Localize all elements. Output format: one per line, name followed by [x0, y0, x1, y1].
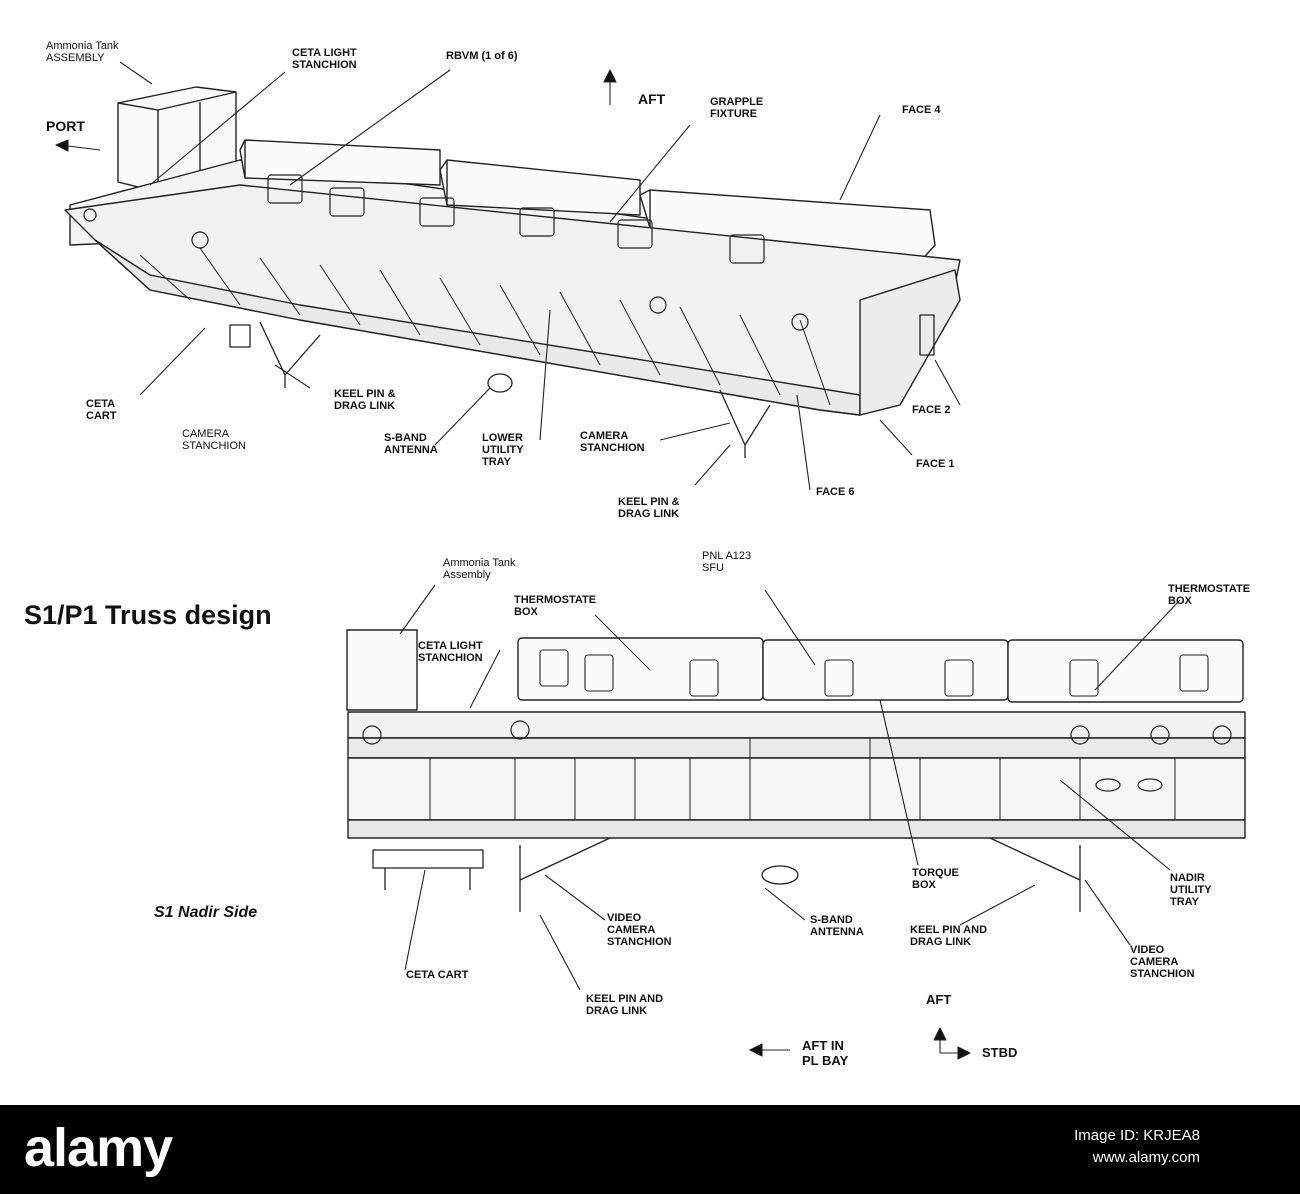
stock-url: www.alamy.com: [1092, 1149, 1200, 1166]
label-video-camera-1: VIDEO CAMERA STANCHION: [607, 912, 672, 948]
label-aft-top: AFT: [638, 91, 666, 107]
label-keel-pin-bottom-2: KEEL PIN AND DRAG LINK: [586, 993, 664, 1017]
label-keel-pin-top-1: KEEL PIN & DRAG LINK: [334, 388, 396, 412]
label-ceta-cart-top: CETA CART: [86, 398, 117, 422]
top-leader-lines: [55, 61, 961, 491]
label-ceta-cart-bottom: CETA CART: [406, 969, 469, 981]
label-keel-pin-bottom-1: KEEL PIN AND DRAG LINK: [910, 924, 988, 948]
image-id: Image ID: KRJEA8: [1074, 1127, 1200, 1144]
label-ammonia-tank-bottom: Ammonia Tank Assembly: [443, 557, 516, 581]
label-nadir-tray: NADIR UTILITY TRAY: [1170, 872, 1212, 908]
label-s-band-bottom: S-BAND ANTENNA: [810, 914, 864, 938]
bottom-truss-structure: [346, 629, 1246, 912]
label-pnl-sfu: PNL A123 SFU: [702, 550, 752, 574]
label-port: PORT: [46, 118, 85, 134]
label-keel-pin-top-2: KEEL PIN & DRAG LINK: [618, 496, 680, 520]
label-face1: FACE 1: [916, 458, 955, 470]
label-torque-box: TORQUE BOX: [912, 867, 959, 891]
diagram-subtitle: S1 Nadir Side: [154, 904, 258, 921]
label-ammonia-tank-top: Ammonia Tank ASSEMBLY: [46, 40, 119, 64]
label-aft-bottom: AFT: [926, 992, 952, 1007]
label-camera-stanchion-top-1: CAMERA STANCHION: [182, 428, 246, 452]
label-rbvm: RBVM (1 of 6): [446, 50, 518, 62]
label-lower-tray: LOWER UTILITY TRAY: [482, 432, 524, 468]
label-ceta-light-top: CETA LIGHT STANCHION: [292, 47, 357, 71]
label-aft-in-pl-bay: AFT IN PL BAY: [802, 1038, 849, 1068]
label-thermostate-box-1: THERMOSTATE BOX: [514, 594, 597, 618]
diagram-title: S1/P1 Truss design: [24, 600, 272, 630]
label-face2: FACE 2: [912, 404, 951, 416]
label-camera-stanchion-top-2: CAMERA STANCHION: [580, 430, 645, 454]
truss-diagram: [55, 61, 1246, 1060]
watermark-footer: alamy Image ID: KRJEA8 www.alamy.com: [0, 1105, 1300, 1194]
bottom-leader-lines: [399, 584, 1181, 1060]
top-truss-structure: [64, 86, 961, 458]
label-ceta-light-bottom: CETA LIGHT STANCHION: [418, 640, 483, 664]
alamy-logo: alamy: [24, 1118, 173, 1178]
label-grapple: GRAPPLE FIXTURE: [710, 96, 764, 120]
label-face6: FACE 6: [816, 486, 855, 498]
label-video-camera-2: VIDEO CAMERA STANCHION: [1130, 944, 1195, 980]
label-stbd: STBD: [982, 1045, 1018, 1060]
label-face4: FACE 4: [902, 104, 941, 116]
label-thermostate-box-2: THERMOSTATE BOX: [1168, 583, 1251, 607]
label-s-band-top: S-BAND ANTENNA: [384, 432, 438, 456]
